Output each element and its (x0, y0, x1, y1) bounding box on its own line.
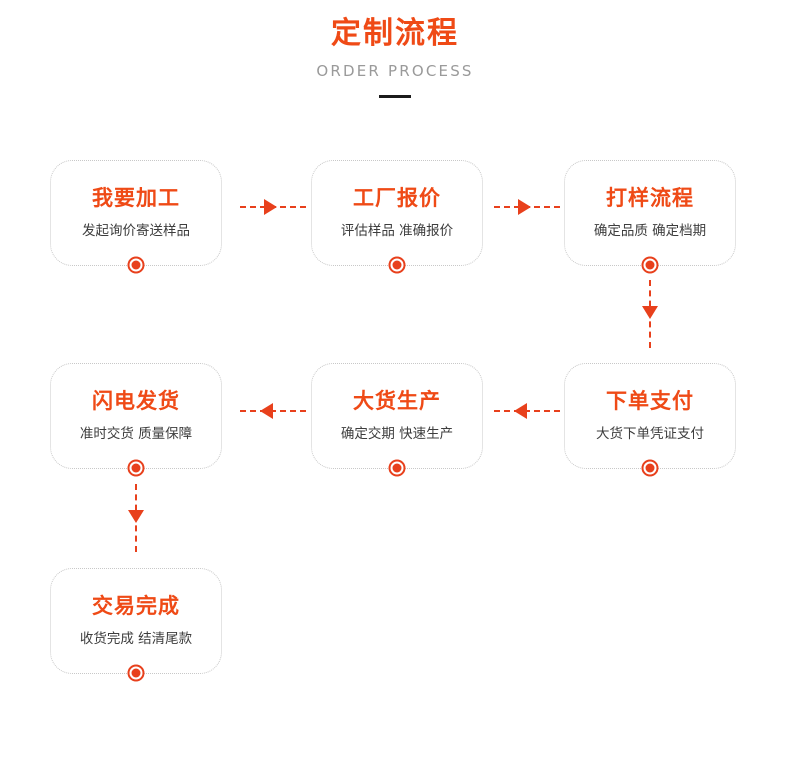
process-step-card-5[interactable]: 大货生产 确定交期 快速生产 (311, 363, 483, 477)
connector-5-6 (240, 410, 306, 412)
step-dot-icon (388, 459, 406, 477)
page-subtitle: ORDER PROCESS (316, 62, 474, 80)
step-title: 打样流程 (606, 185, 694, 210)
header-divider (379, 95, 411, 98)
step-subtitle: 发起询价寄送样品 (82, 222, 190, 239)
step-dot-icon (127, 256, 145, 274)
step-dot-icon (641, 256, 659, 274)
step-dot-icon (127, 664, 145, 682)
step-title: 我要加工 (92, 185, 180, 210)
arrow-left-icon (260, 403, 273, 419)
step-subtitle: 确定交期 快速生产 (340, 425, 454, 442)
step-title: 工厂报价 (353, 185, 441, 210)
page-header: 定制流程 ORDER PROCESS (0, 0, 790, 98)
step-title: 下单支付 (606, 388, 694, 413)
step-subtitle: 评估样品 准确报价 (340, 222, 454, 239)
arrow-right-icon (518, 199, 531, 215)
step-title: 大货生产 (353, 388, 441, 413)
step-title: 交易完成 (92, 593, 180, 618)
arrow-down-icon (128, 510, 144, 523)
process-step-card-7[interactable]: 交易完成 收货完成 结清尾款 (50, 568, 222, 682)
process-step-card-1[interactable]: 我要加工 发起询价寄送样品 (50, 160, 222, 274)
step-title: 闪电发货 (92, 388, 180, 413)
step-dot-icon (641, 459, 659, 477)
connector-4-5 (494, 410, 560, 412)
step-subtitle: 确定品质 确定档期 (593, 222, 707, 239)
arrow-down-icon (642, 306, 658, 319)
process-step-card-4[interactable]: 下单支付 大货下单凭证支付 (564, 363, 736, 477)
step-subtitle: 准时交货 质量保障 (79, 425, 193, 442)
process-step-card-6[interactable]: 闪电发货 准时交货 质量保障 (50, 363, 222, 477)
process-step-card-2[interactable]: 工厂报价 评估样品 准确报价 (311, 160, 483, 274)
step-dot-icon (127, 459, 145, 477)
arrow-right-icon (264, 199, 277, 215)
arrow-left-icon (514, 403, 527, 419)
step-dot-icon (388, 256, 406, 274)
step-subtitle: 收货完成 结清尾款 (79, 630, 193, 647)
step-subtitle: 大货下单凭证支付 (596, 425, 704, 442)
page-title: 定制流程 (331, 16, 459, 51)
process-step-card-3[interactable]: 打样流程 确定品质 确定档期 (564, 160, 736, 274)
